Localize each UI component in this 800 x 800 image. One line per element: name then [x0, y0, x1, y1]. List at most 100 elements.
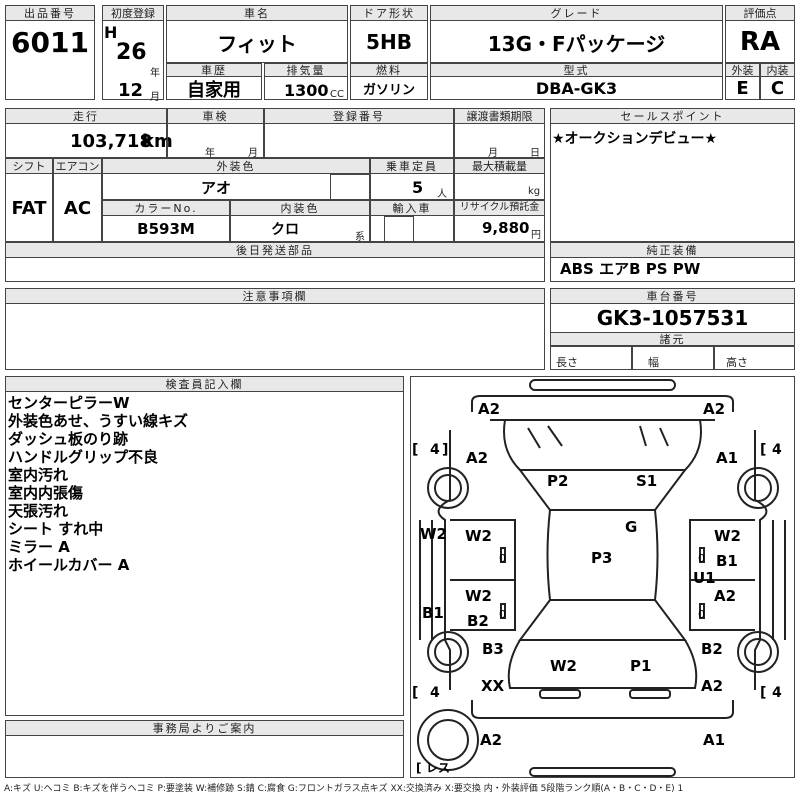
registration-month: 12 — [118, 80, 144, 101]
era: H — [104, 23, 118, 42]
damage-mark: A1 — [703, 731, 725, 749]
color-no: B593M — [137, 220, 195, 238]
fuel-label: 燃料 — [350, 63, 428, 77]
damage-mark: W2 — [465, 587, 492, 605]
model: DBA-GK3 — [535, 79, 618, 98]
note-line: 室内汚れ — [8, 466, 69, 484]
tire-depth: 4 — [772, 442, 782, 458]
car-diagram: [ 4 [ 4 [ 4 [ 4 [ レス A2 A2 A2 A1 P2 S1 G… — [412, 379, 786, 777]
damage-mark: XX — [481, 677, 505, 695]
tire-bracket: [ — [412, 442, 418, 458]
model-label: 型式 — [430, 63, 723, 77]
damage-mark: A2 — [703, 400, 725, 418]
damage-mark: W2 — [465, 527, 492, 545]
year-unit: 年 — [150, 68, 160, 79]
sales-point-cell — [550, 108, 795, 242]
ac: AC — [63, 197, 92, 219]
sales-point-text: ★オークションデビュー★ — [552, 131, 718, 147]
note-line: シート すれ中 — [8, 520, 104, 538]
note-line: 天張汚れ — [8, 502, 69, 520]
int-color-label: 内装色 — [230, 200, 370, 216]
note-line: 外装色あせ、うすい線キズ — [8, 412, 189, 430]
transfer-month-unit: 月 — [488, 148, 498, 159]
damage-mark: A2 — [466, 449, 488, 467]
damage-mark: A2 — [480, 731, 502, 749]
inspection-year-unit: 年 — [205, 148, 215, 159]
handle-zero: 0 — [499, 552, 506, 565]
int-color-unit: 系 — [355, 232, 365, 243]
spec-length-cell — [550, 346, 632, 370]
month-unit: 月 — [150, 92, 160, 103]
damage-mark: A2 — [701, 677, 723, 695]
tire-bracket: [ — [760, 442, 766, 458]
damage-mark: A2 — [478, 400, 500, 418]
import-sub — [384, 216, 414, 242]
inspection-month-unit: 月 — [248, 148, 258, 159]
score-label: 評価点 — [725, 5, 795, 21]
reg-no-label: 登録番号 — [264, 108, 454, 124]
ac-label: エアコン — [53, 158, 102, 174]
remarks-label: 注意事項欄 — [5, 288, 545, 304]
lot-number-label: 出品番号 — [5, 5, 95, 21]
damage-mark: G — [625, 518, 637, 536]
damage-mark: B2 — [467, 612, 489, 630]
lot-number: 6011 — [11, 25, 89, 59]
shift: FAT — [11, 197, 47, 219]
grade-label: グレード — [430, 5, 723, 21]
history: 自家用 — [187, 79, 241, 101]
damage-mark: S1 — [636, 472, 657, 490]
damage-mark: A1 — [716, 449, 738, 467]
ext-color-sub — [330, 174, 370, 200]
damage-mark: W2 — [420, 525, 447, 543]
mileage-label: 走行 — [5, 108, 167, 124]
transfer-deadline-label: 譲渡書類期限 — [454, 108, 545, 124]
mileage: 103,718 — [70, 131, 152, 152]
chassis-label: 車台番号 — [550, 288, 795, 304]
first-registration-label: 初度登録 — [102, 5, 164, 21]
recycle-label: リサイクル預託金 — [454, 200, 545, 216]
transfer-day-unit: 日 — [530, 148, 540, 159]
tire-depth: 4 — [430, 442, 440, 458]
spare-tire: レス — [426, 761, 450, 775]
legend: A:キズ U:ヘコミ B:キズを伴うヘコミ P:要塗装 W:補修跡 S:錆 C:… — [4, 784, 684, 794]
exterior-grade-label: 外装 — [725, 63, 760, 77]
car-name-label: 車名 — [166, 5, 348, 21]
spec-length-label: 長さ — [556, 356, 578, 369]
tire-bracket: [ — [412, 685, 418, 701]
ext-color-label: 外装色 — [102, 158, 370, 174]
damage-mark: B3 — [482, 640, 504, 658]
sales-point-label: セールスポイント — [550, 108, 795, 124]
tire-depth: 4 — [772, 685, 782, 701]
damage-mark: B1 — [716, 552, 738, 570]
car-name: フィット — [217, 31, 297, 56]
color-no-label: カラーNo. — [102, 200, 230, 216]
score: RA — [739, 27, 781, 57]
handle-zero: 0 — [499, 608, 506, 621]
damage-mark: B1 — [422, 604, 444, 622]
spec-width-cell — [632, 346, 714, 370]
displacement-unit: CC — [330, 89, 344, 100]
note-line: センターピラーW — [8, 394, 130, 412]
interior-grade-label: 内装 — [760, 63, 795, 77]
inspector-notes: センターピラーW 外装色あせ、うすい線キズ ダッシュ板のり跡 ハンドルグリップ不… — [8, 394, 398, 574]
note-line: 室内内張傷 — [8, 484, 84, 502]
displacement: 1300 — [284, 81, 329, 100]
handle-zero: 0 — [698, 608, 705, 621]
damage-mark: W2 — [714, 527, 741, 545]
interior-grade: C — [770, 78, 785, 99]
capacity: 5 — [412, 178, 424, 197]
recycle-deposit: 9,880 — [482, 219, 530, 237]
specs-label: 諸元 — [550, 332, 795, 346]
fuel: ガソリン — [362, 83, 415, 98]
damage-mark: A2 — [714, 587, 736, 605]
damage-mark: W2 — [550, 657, 577, 675]
capacity-label: 乗車定員 — [370, 158, 454, 174]
max-load-unit: kg — [528, 186, 541, 197]
tire-bracket-close: ] — [442, 442, 448, 458]
damage-mark: P1 — [630, 657, 651, 675]
capacity-unit: 人 — [437, 189, 447, 200]
inspection-label: 車検 — [167, 108, 264, 124]
spec-height-label: 高さ — [726, 356, 748, 369]
ext-color: アオ — [200, 178, 231, 197]
equipment-text: ABS エアB PS PW — [560, 260, 701, 278]
